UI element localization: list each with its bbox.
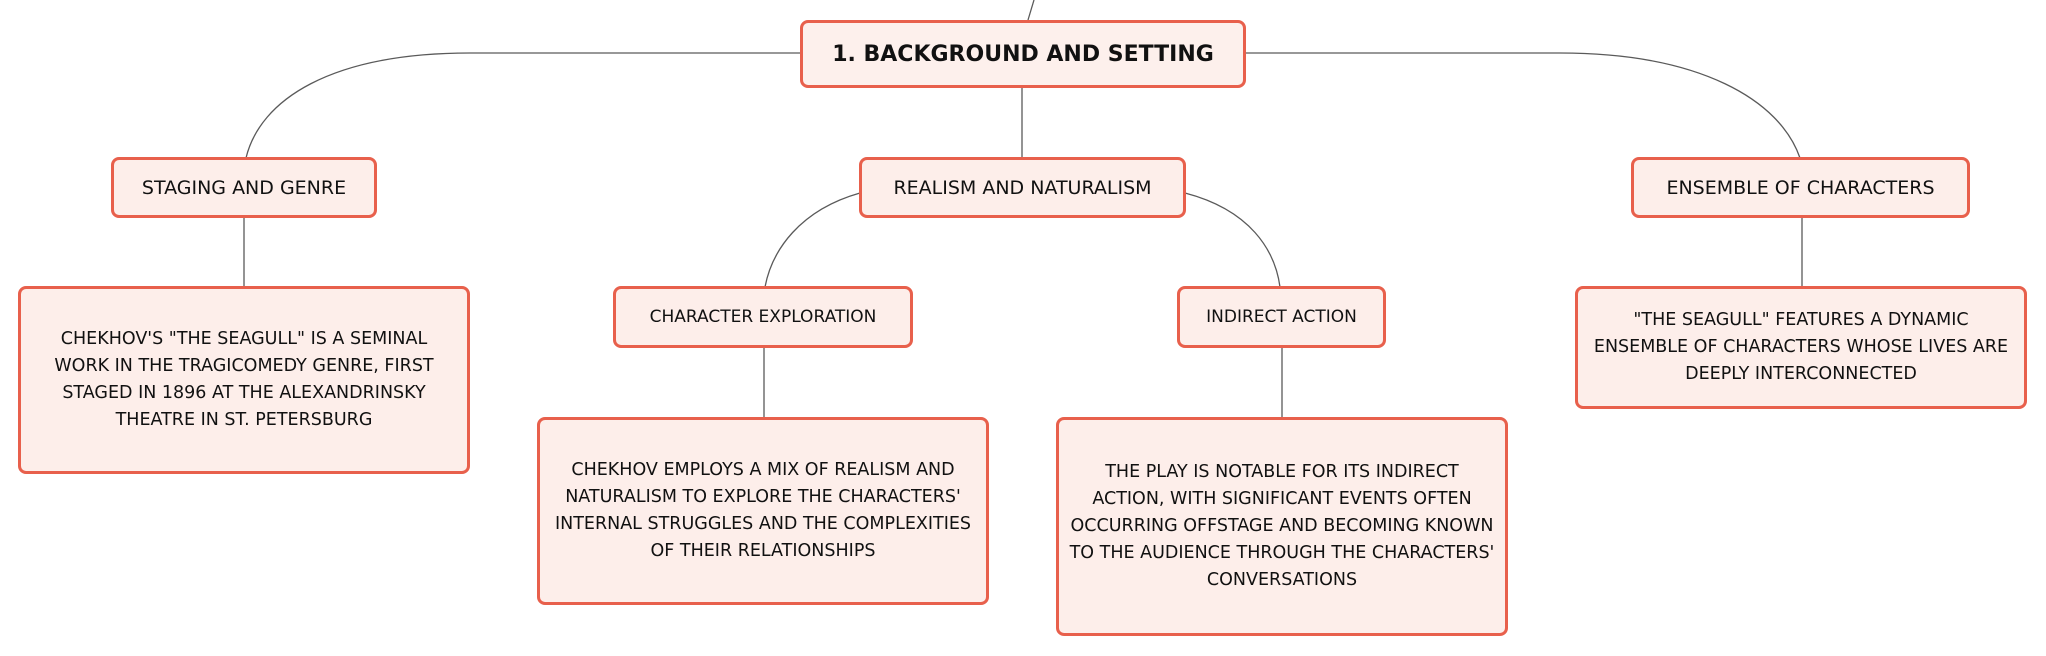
root-node-label: 1. BACKGROUND AND SETTING: [832, 41, 1214, 67]
topic-label-staging: STAGING AND GENRE: [141, 176, 347, 199]
subtopic-node-indirect-action[interactable]: INDIRECT ACTION: [1177, 286, 1386, 348]
topic-node-ensemble[interactable]: ENSEMBLE OF CHARACTERS: [1631, 157, 1970, 218]
connector-root-staging: [245, 52, 800, 159]
detail-node-staging[interactable]: CHEKHOV'S "THE SEAGULL" IS A SEMINAL WOR…: [18, 286, 470, 474]
detail-text-staging: CHEKHOV'S "THE SEAGULL" IS A SEMINAL WOR…: [54, 329, 434, 430]
detail-node-indirect-action[interactable]: THE PLAY IS NOTABLE FOR ITS INDIRECT ACT…: [1056, 417, 1508, 636]
subtopic-node-character-exploration[interactable]: CHARACTER EXPLORATION: [613, 286, 913, 348]
topic-label-realism: REALISM AND NATURALISM: [893, 176, 1152, 199]
detail-node-character-exploration[interactable]: CHEKHOV EMPLOYS A MIX OF REALISM AND NAT…: [537, 417, 989, 605]
topic-node-realism[interactable]: REALISM AND NATURALISM: [859, 157, 1186, 218]
connector-root-ensemble: [1245, 52, 1801, 159]
detail-node-ensemble[interactable]: "THE SEAGULL" FEATURES A DYNAMIC ENSEMBL…: [1575, 286, 2027, 409]
detail-text-character-exploration: CHEKHOV EMPLOYS A MIX OF REALISM AND NAT…: [554, 460, 972, 561]
connector-root-parent: [1027, 0, 1035, 21]
topic-label-ensemble: ENSEMBLE OF CHARACTERS: [1666, 176, 1935, 199]
detail-text-indirect-action: THE PLAY IS NOTABLE FOR ITS INDIRECT ACT…: [1069, 462, 1495, 590]
connector-realism-indirect: [1184, 192, 1281, 288]
connector-realism-character: [764, 192, 861, 288]
root-node[interactable]: 1. BACKGROUND AND SETTING: [800, 20, 1246, 88]
detail-text-ensemble: "THE SEAGULL" FEATURES A DYNAMIC ENSEMBL…: [1593, 310, 2009, 384]
subtopic-label-indirect-action: INDIRECT ACTION: [1206, 307, 1357, 327]
subtopic-label-character-exploration: CHARACTER EXPLORATION: [649, 307, 877, 327]
topic-node-staging[interactable]: STAGING AND GENRE: [111, 157, 377, 218]
